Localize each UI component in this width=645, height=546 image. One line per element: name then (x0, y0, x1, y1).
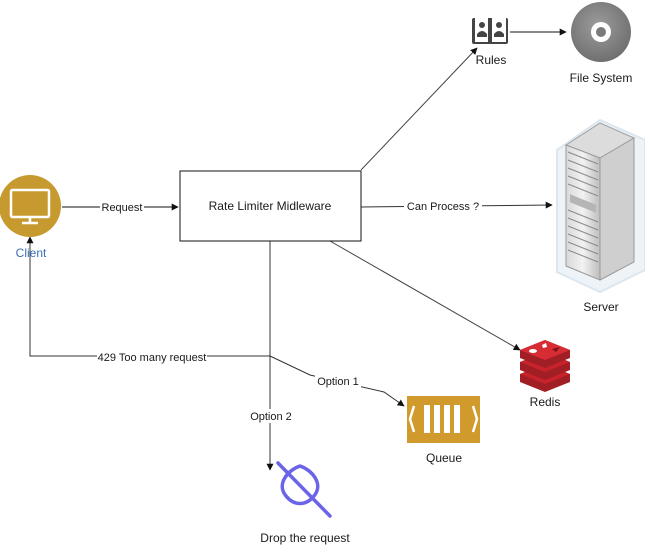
redis-icon (520, 340, 570, 392)
edge-to-queue-option1: Option 1 (269, 355, 405, 407)
drop-request-node[interactable]: Drop the request (260, 461, 350, 545)
disk-icon (571, 2, 631, 62)
queue-icon (407, 396, 480, 443)
client-node[interactable]: Client (0, 175, 61, 260)
queue-label: Queue (426, 451, 462, 465)
redis-label: Redis (530, 395, 561, 409)
edge-client-to-middleware: Request (62, 200, 179, 214)
edge-middleware-to-rules (360, 47, 478, 171)
can-process-edge-label: Can Process ? (407, 201, 479, 213)
rate-limiter-middleware-node[interactable]: Rate Limiter Midleware (179, 170, 362, 242)
file-system-label: File System (570, 71, 633, 85)
redis-node[interactable]: Redis (520, 340, 570, 409)
server-node[interactable]: Server (556, 118, 645, 314)
file-system-node[interactable]: File System (570, 2, 633, 85)
drop-request-icon (276, 461, 332, 518)
client-label: Client (16, 246, 47, 260)
address-book-icon (472, 18, 508, 44)
option2-edge-label: Option 2 (250, 411, 292, 423)
option1-edge-label: Option 1 (317, 376, 359, 388)
rules-node[interactable]: Rules (472, 18, 508, 67)
edge-middleware-to-server: Can Process ? (360, 199, 553, 213)
server-label: Server (583, 300, 618, 314)
queue-node[interactable]: Queue (407, 396, 480, 465)
rules-label: Rules (476, 53, 507, 67)
edge-middleware-to-redis (329, 240, 521, 351)
monitor-icon (9, 188, 51, 225)
drop-request-label: Drop the request (260, 531, 350, 545)
middleware-label: Rate Limiter Midleware (209, 199, 332, 213)
edge-middleware-to-client-429: 429 Too many request (26, 236, 271, 364)
edge-to-drop-option2: Option 2 (248, 356, 294, 471)
server-rack-icon (556, 118, 645, 294)
too-many-requests-edge-label: 429 Too many request (98, 352, 207, 364)
request-edge-label: Request (102, 202, 143, 214)
